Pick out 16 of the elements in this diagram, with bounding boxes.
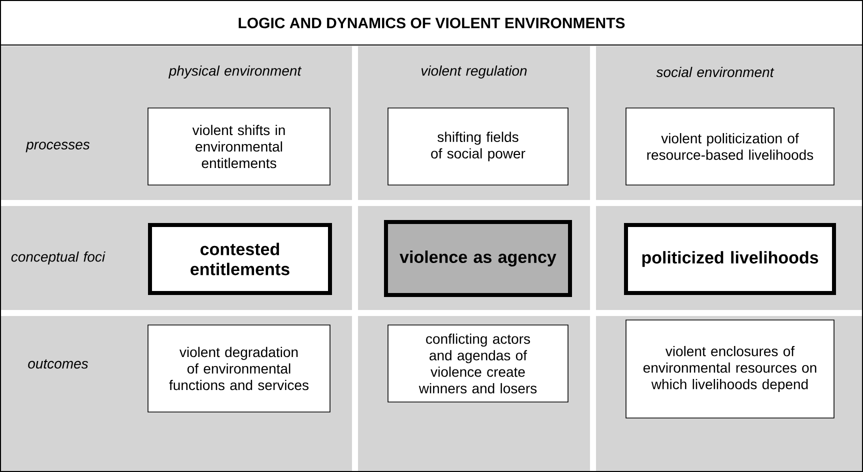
text-box: contested entitlements — [148, 223, 332, 295]
text-box: violent politicization of resource-based livelihoods — [626, 108, 834, 186]
text-box: violent degradation of environmental functions and services — [148, 324, 330, 412]
text-box: shifting fields of social power — [388, 108, 568, 186]
column-header: social environment — [656, 66, 774, 78]
row-label: processes — [26, 142, 90, 152]
text-box: violence as agency — [384, 220, 572, 297]
row-label: outcomes — [28, 359, 88, 369]
text-box: violent enclosures of environmental resources on which livelihoods depend — [626, 320, 834, 418]
column-header: physical environment — [168, 65, 302, 79]
text-box: conflicting actors and agendas of violence create winners and losers — [388, 324, 568, 402]
text-box: violent shifts in environmental entitlements — [148, 108, 330, 186]
title: LOGIC AND DYNAMICS OF VIOLENT ENVIRONMENTS — [238, 18, 625, 28]
column-header: violent regulation — [421, 65, 527, 79]
row-label: conceptual foci — [11, 251, 106, 265]
text-box: politicized livelihoods — [624, 223, 836, 295]
